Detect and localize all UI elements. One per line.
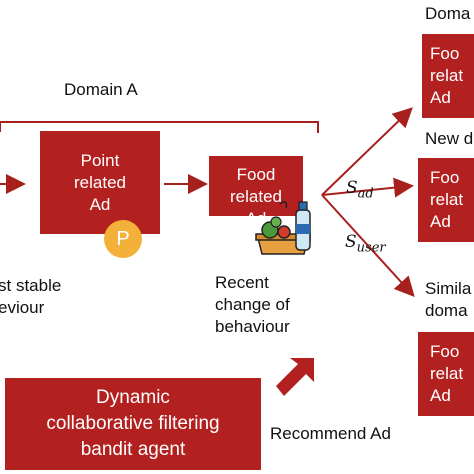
recent-change-label: Recent change of behaviour (215, 273, 290, 336)
point-icon: P (104, 220, 142, 258)
right-top-food-box: Foo relat Ad (422, 34, 474, 118)
s-ad-label: Sad (346, 178, 374, 202)
right-mid-food-box: Foo relat Ad (418, 158, 474, 242)
recommend-arrow (276, 358, 314, 396)
point-related-ad-box: Point related Ad (40, 131, 160, 234)
right-bot-food-box: Foo relat Ad (418, 332, 474, 416)
arrow-to-domain (321, 107, 413, 196)
bandit-agent-box: Dynamic collaborative filtering bandit a… (5, 378, 261, 470)
right-bot-similar-label: Simila doma (425, 279, 472, 320)
stable-behaviour-label: st stable eviour (0, 276, 62, 317)
domain-a-label: Domain A (64, 80, 138, 99)
food-basket-icon (255, 201, 311, 255)
recommend-ad-label: Recommend Ad (270, 424, 391, 443)
s-user-label: Suser (345, 232, 386, 256)
arrow-to-new (321, 177, 414, 198)
domain-a-bracket (0, 121, 319, 133)
right-mid-new-label: New d (425, 129, 474, 148)
arrow-to-similar (321, 194, 415, 297)
right-top-domain-label: Doma (425, 4, 471, 23)
